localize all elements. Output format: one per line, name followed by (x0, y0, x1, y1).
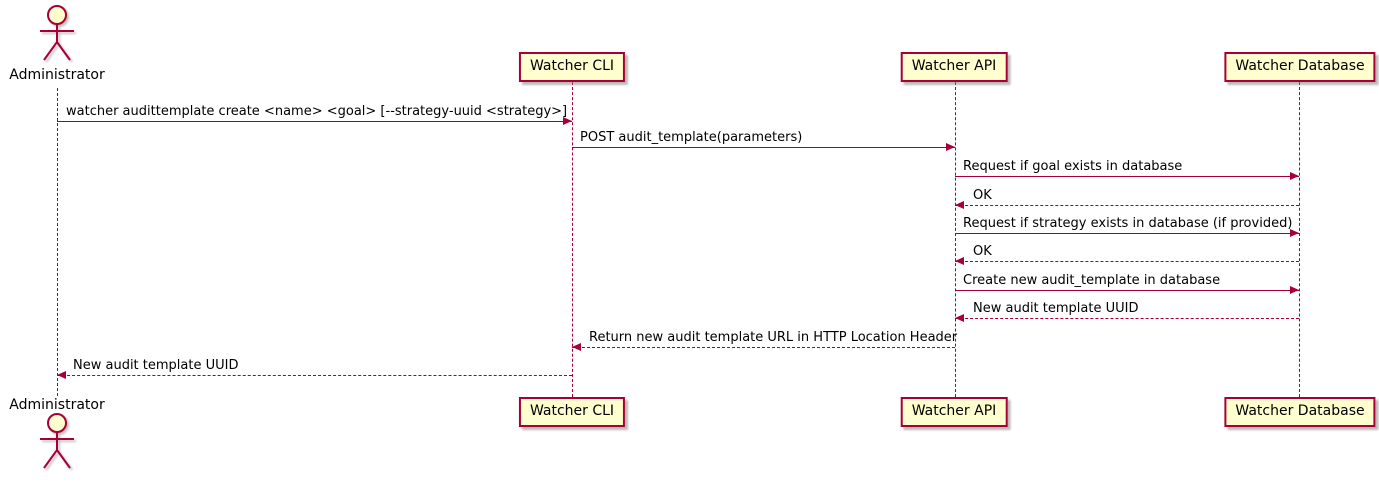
lifeline-administrator (57, 88, 58, 396)
message-line (57, 121, 572, 122)
message-label-create-audit-template-db: Create new audit_template in database (963, 273, 1221, 288)
message-line (572, 347, 955, 348)
actor-label: Administrator (9, 397, 105, 413)
message-label-request-goal-exists: Request if goal exists in database (963, 159, 1183, 174)
arrowhead-left-icon (955, 201, 964, 209)
participant-watcher-api-top: Watcher API (900, 52, 1008, 82)
arrowhead-left-icon (955, 314, 964, 322)
message-line (955, 233, 1299, 234)
actor-icon (40, 5, 74, 61)
lifeline-watcher-api (955, 82, 956, 397)
actor-icon (40, 413, 74, 469)
message-label-request-strategy-exists: Request if strategy exists in database (… (963, 216, 1293, 231)
arrowhead-right-icon (563, 117, 572, 125)
arrowhead-left-icon (572, 343, 581, 351)
arrowhead-right-icon (1290, 172, 1299, 180)
message-line (57, 375, 572, 376)
message-line (572, 147, 955, 148)
participant-watcher-database-top: Watcher Database (1224, 52, 1376, 82)
arrowhead-right-icon (1290, 286, 1299, 294)
arrowhead-left-icon (57, 371, 66, 379)
message-line (955, 261, 1299, 262)
message-label-create-audittemplate: watcher audittemplate create <name> <goa… (66, 104, 568, 119)
participant-watcher-cli-bottom: Watcher CLI (518, 397, 626, 427)
message-line (955, 290, 1299, 291)
arrowhead-left-icon (955, 257, 964, 265)
lifeline-watcher-cli (572, 82, 573, 397)
participant-watcher-cli-top: Watcher CLI (518, 52, 626, 82)
arrowhead-right-icon (1290, 229, 1299, 237)
participant-watcher-database-bottom: Watcher Database (1224, 397, 1376, 427)
message-label-new-uuid-to-admin: New audit template UUID (73, 358, 239, 373)
participant-watcher-api-bottom: Watcher API (900, 397, 1008, 427)
message-line (955, 176, 1299, 177)
message-label-ok-strategy: OK (973, 244, 992, 259)
message-label-new-uuid-db: New audit template UUID (973, 301, 1139, 316)
message-label-ok-goal: OK (973, 188, 992, 203)
lifeline-watcher-database (1299, 82, 1300, 397)
message-label-post-audit-template: POST audit_template(parameters) (580, 130, 803, 145)
message-line (955, 318, 1299, 319)
actor-label: Administrator (9, 67, 105, 83)
message-label-return-url-location-header: Return new audit template URL in HTTP Lo… (589, 330, 958, 345)
arrowhead-right-icon (946, 143, 955, 151)
message-line (955, 205, 1299, 206)
